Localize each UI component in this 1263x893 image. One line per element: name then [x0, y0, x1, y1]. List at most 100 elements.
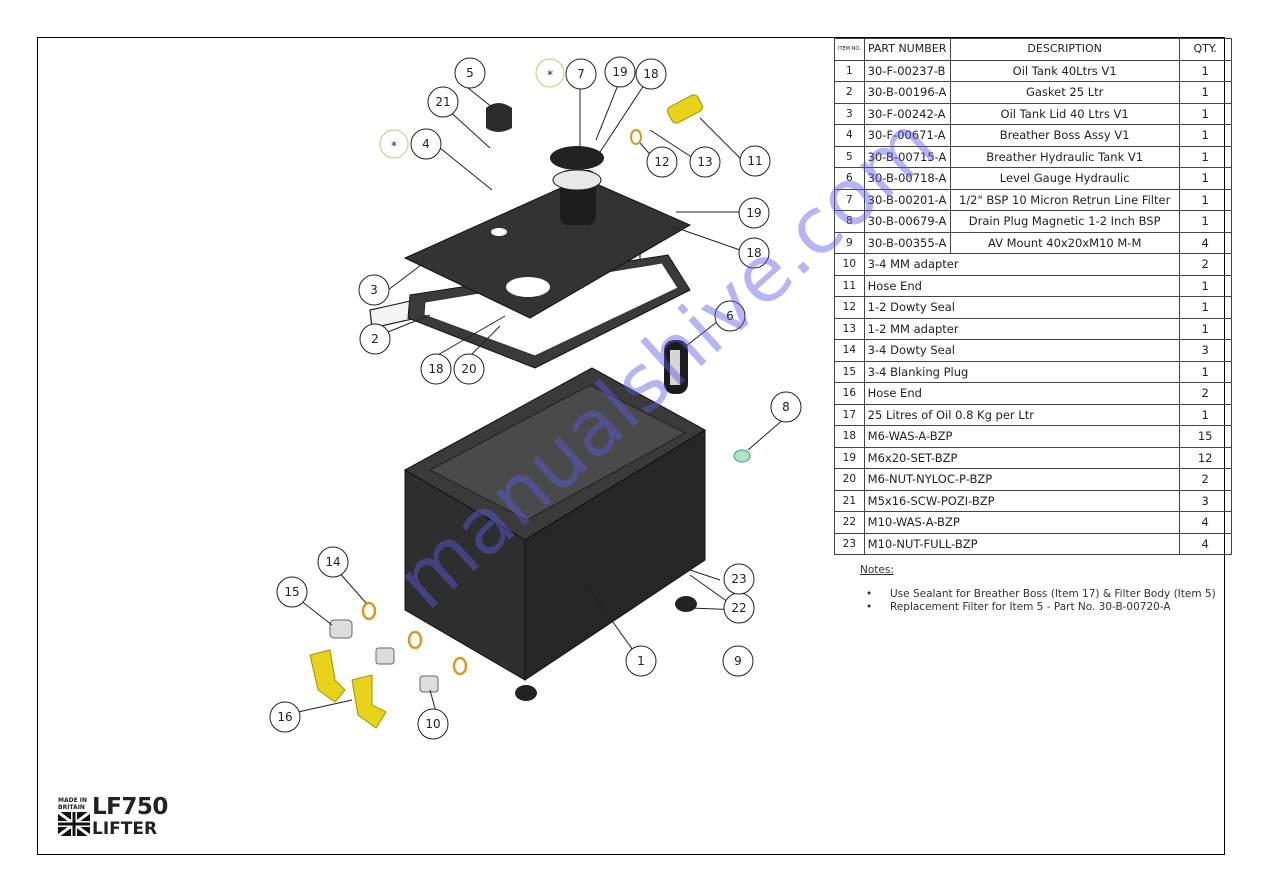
bom-item-number: 2	[834, 81, 865, 104]
balloon-7: 7	[565, 58, 597, 90]
balloon-12: 12	[646, 146, 678, 178]
bom-qty: 1	[1178, 210, 1232, 233]
bom-item-number: 13	[834, 317, 865, 340]
balloon-4: 4	[410, 128, 442, 160]
bom-part-number: 30-F-00237-B	[863, 59, 951, 82]
balloon-23: 23	[723, 563, 755, 595]
bom-item-number: 12	[834, 296, 865, 319]
bom-part-number: 25 Litres of Oil 0.8 Kg per Ltr	[863, 403, 1180, 426]
hose-end-top	[667, 94, 703, 124]
balloon-18-gasket: 18	[420, 353, 452, 385]
bom-qty: 2	[1178, 253, 1232, 276]
adapter-10b	[419, 675, 439, 693]
level-gauge-window	[670, 350, 680, 385]
balloon-6: 6	[714, 300, 746, 332]
svg-text:18: 18	[428, 362, 443, 376]
note-line: •Replacement Filter for Item 5 - Part No…	[866, 601, 1171, 613]
bom-qty: 1	[1178, 59, 1232, 82]
svg-text:15: 15	[284, 585, 299, 599]
balloon-note-star-1: *	[379, 129, 409, 159]
bom-description: Breather Boss Assy V1	[949, 124, 1180, 147]
svg-text:19: 19	[612, 65, 627, 79]
bom-qty: 15	[1178, 425, 1232, 448]
bom-description: Gasket 25 Ltr	[949, 81, 1180, 104]
svg-text:22: 22	[731, 601, 746, 615]
logo-made-in-britain: MADE IN BRITAIN	[58, 797, 88, 811]
notes-title: Notes:	[860, 564, 894, 576]
bom-qty: 1	[1178, 81, 1232, 104]
seal-14c	[452, 656, 468, 676]
bom-qty: 1	[1178, 317, 1232, 340]
tank-inner	[428, 384, 687, 521]
bom-description: Oil Tank 40Ltrs V1	[949, 59, 1180, 82]
bom-item-number: 11	[834, 274, 865, 297]
svg-text:2: 2	[371, 332, 379, 346]
bom-item-number: 7	[834, 188, 865, 211]
bom-part-number: Hose End	[863, 382, 1180, 405]
breather-cap	[486, 103, 512, 132]
bom-qty: 1	[1178, 296, 1232, 319]
bom-item-number: 8	[834, 210, 865, 233]
drain-plug	[733, 449, 751, 463]
bom-part-number: 1-2 Dowty Seal	[863, 296, 1180, 319]
lid-hole	[506, 277, 550, 297]
svg-text:23: 23	[731, 572, 746, 586]
bom-header-row: ITEM NO. PART NUMBER DESCRIPTION QTY.	[834, 38, 1232, 61]
bom-part-number: 30-B-00355-A	[863, 231, 951, 254]
bom-qty: 2	[1178, 468, 1232, 491]
bom-item-number: 15	[834, 360, 865, 383]
bom-qty: 3	[1178, 489, 1232, 512]
bom-item-number: 19	[834, 446, 865, 469]
svg-text:3: 3	[370, 283, 378, 297]
bom-part-number: 3-4 Blanking Plug	[863, 360, 1180, 383]
bom-part-number: 30-F-00671-A	[863, 124, 951, 147]
bom-item-number: 3	[834, 102, 865, 125]
balloon-20: 20	[453, 353, 485, 385]
bom-header-qty: QTY.	[1178, 38, 1232, 61]
bom-item-number: 22	[834, 511, 865, 534]
balloon-22: 22	[723, 592, 755, 624]
svg-text:10: 10	[425, 717, 440, 731]
bom-description: Oil Tank Lid 40 Ltrs V1	[949, 102, 1180, 125]
balloon-8: 8	[770, 391, 802, 423]
bom-part-number: 3-4 Dowty Seal	[863, 339, 1180, 362]
balloon-5: 5	[454, 57, 486, 89]
svg-text:18: 18	[643, 67, 658, 81]
bom-part-number: M6-WAS-A-BZP	[863, 425, 1180, 448]
svg-text:*: *	[391, 139, 397, 153]
seal-14b	[407, 630, 423, 650]
svg-text:19: 19	[746, 206, 761, 220]
svg-text:11: 11	[747, 154, 762, 168]
bom-item-number: 21	[834, 489, 865, 512]
bom-qty: 1	[1178, 102, 1232, 125]
balloon-10: 10	[417, 708, 449, 740]
bom-qty: 12	[1178, 446, 1232, 469]
hose-end-16b	[351, 674, 387, 729]
bom-part-number: M6-NUT-NYLOC-P-BZP	[863, 468, 1180, 491]
filter-band	[552, 169, 602, 191]
bom-item-number: 6	[834, 167, 865, 190]
bom-description: Level Gauge Hydraulic	[949, 167, 1180, 190]
bom-part-number: Hose End	[863, 274, 1180, 297]
seal-12	[630, 129, 642, 145]
bom-qty: 1	[1178, 360, 1232, 383]
filter-cap	[550, 146, 604, 170]
svg-text:21: 21	[435, 95, 450, 109]
tank-side-face	[524, 429, 706, 681]
tank-lid	[403, 177, 692, 319]
bom-part-number: 30-B-00715-A	[863, 145, 951, 168]
bom-item-number: 16	[834, 382, 865, 405]
balloon-14: 14	[317, 546, 349, 578]
balloon-13: 13	[689, 146, 721, 178]
bom-part-number: 30-B-00718-A	[863, 167, 951, 190]
